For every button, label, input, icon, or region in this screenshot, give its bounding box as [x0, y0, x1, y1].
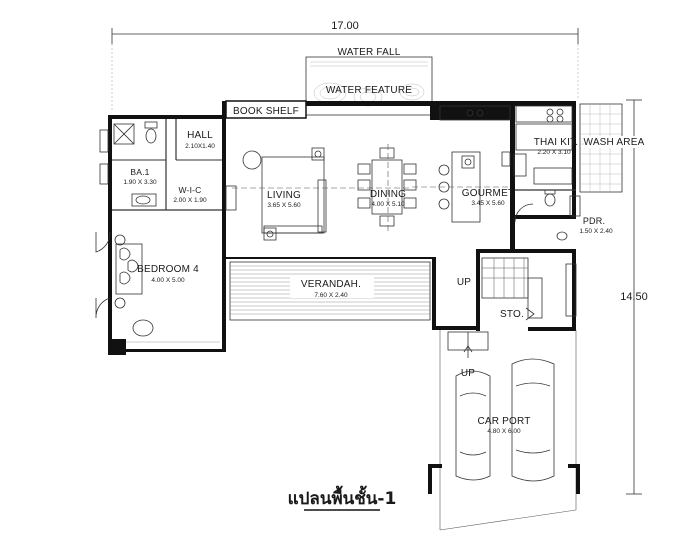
book-shelf: BOOK SHELF	[225, 100, 307, 119]
carport-size: 4.80 X 6.00	[487, 428, 521, 435]
hall-size: 2.10X1.40	[185, 143, 215, 150]
height-dimension: 14.50	[620, 99, 648, 495]
dining-area: DINING 4.00 X 5.10	[357, 144, 417, 232]
wash-area-label: WASH AREA	[584, 137, 645, 148]
bath-label: BA.1	[130, 167, 149, 177]
book-shelf-label: BOOK SHELF	[233, 106, 299, 117]
height-label: 14.50	[620, 291, 648, 303]
gourmet-label: GOURMET	[462, 188, 515, 199]
plan-title-text: แปลนพื้นชั้น-1	[288, 485, 397, 509]
stair-storage: UP STO.	[457, 257, 577, 321]
verandah-label: VERANDAH.	[301, 279, 361, 290]
hall-label: HALL	[187, 130, 213, 141]
pdr-size: 1.50 X 2.40	[579, 228, 613, 235]
sto-label: STO.	[500, 309, 524, 320]
living-area: LIVING 3.65 X 5.60	[225, 147, 410, 241]
living-size: 3.65 X 5.60	[267, 202, 301, 209]
wic-size: 2.00 X 1.90	[173, 197, 207, 204]
bedroom4-size: 4.00 X 5.00	[151, 277, 185, 284]
bath-size: 1.90 X 3.30	[123, 179, 157, 186]
waterfall-label: WATER FALL	[337, 47, 400, 58]
width-label: 17.00	[331, 20, 359, 32]
verandah-size: 7.60 X 2.40	[314, 292, 348, 299]
plan-title: แปลนพื้นชั้น-1	[288, 485, 397, 511]
pdr-label: PDR.	[583, 216, 605, 226]
verandah: VERANDAH. 7.60 X 2.40	[226, 257, 436, 321]
wash-area: WASH AREA	[579, 103, 645, 193]
water-feature-label: WATER FEATURE	[326, 85, 412, 96]
bedroom-4: BEDROOM 4 4.00 X 5.00	[95, 231, 220, 343]
thai-kit-label: THAI KIT.	[534, 137, 579, 148]
living-label: LIVING	[267, 190, 301, 201]
thai-kitchen: THAI KIT. 2.20 X 3.10	[513, 105, 579, 191]
width-dimension: 17.00	[111, 20, 579, 112]
gourmet-kitchen: GOURMET 3.45 X 5.60	[412, 105, 515, 223]
carport-up-label: UP	[461, 368, 475, 379]
wic-label: W-I-C	[178, 185, 201, 195]
powder-room: PDR. 1.50 X 2.40	[514, 189, 613, 241]
carport-label: CAR PORT	[477, 416, 530, 427]
thai-kit-size: 2.20 X 3.10	[537, 149, 571, 156]
dining-size: 4.00 X 5.10	[371, 201, 405, 208]
left-wing: HALL 2.10X1.40 BA.1 1.90 X 3.30 W-I-C 2.…	[99, 119, 222, 211]
stair-up-label: UP	[457, 277, 471, 288]
dining-label: DINING	[370, 189, 406, 200]
car-port: UP CAR PORT 4.80 X 6.00	[428, 330, 580, 531]
gourmet-size: 3.45 X 5.60	[471, 200, 505, 207]
bedroom4-label: BEDROOM 4	[137, 264, 199, 275]
